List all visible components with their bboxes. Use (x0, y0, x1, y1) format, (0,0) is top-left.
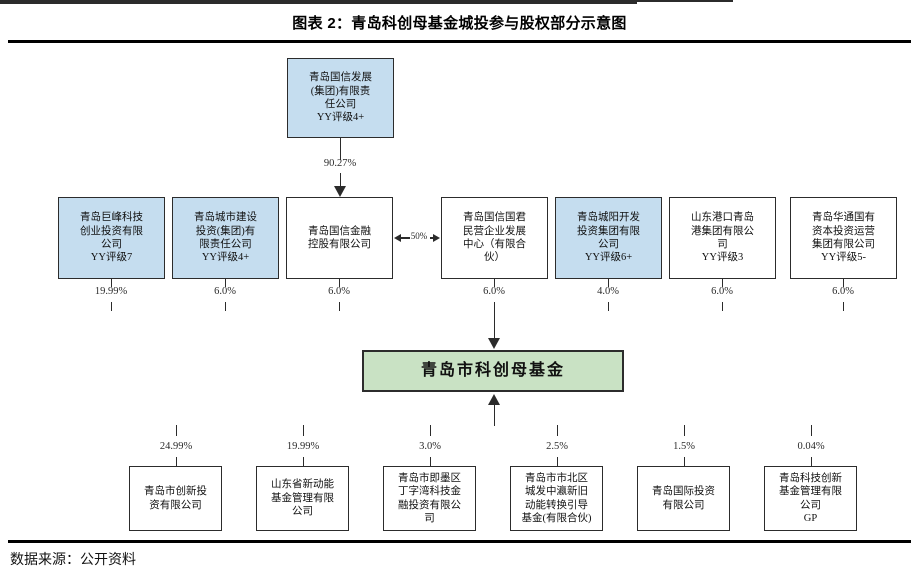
stub-lower-5-bottom (810, 457, 813, 466)
node-lower-0: 青岛市创新投 资有限公司 (129, 466, 222, 531)
percent-lower-5: 0.04% (797, 441, 825, 452)
node-top-guoxin-group: 青岛国信发展 (集团)有限责 任公司 YY评级4+ (287, 58, 394, 138)
stub-lower-1-top (302, 425, 305, 436)
arrow-left-50-percent (394, 234, 401, 242)
node-lower-1: 山东省新动能 基金管理有限 公司 (256, 466, 349, 531)
percent-90-27: 90.27% (323, 158, 357, 169)
title-divider-top (8, 40, 911, 43)
stub-upper-4-top (607, 279, 610, 287)
stub-lower-2-bottom (429, 457, 432, 466)
figure-title: 图表 2：青岛科创母基金城投参与股权部分示意图 (292, 15, 627, 32)
stub-lower-0-top (175, 425, 178, 436)
node-lower-2-label: 青岛市即墨区 丁字湾科技金 融投资有限公 司 (398, 472, 461, 524)
stub-upper-6-bottom (842, 302, 845, 311)
stub-upper-1-top (224, 279, 227, 287)
connector-50-percent-right (430, 237, 434, 239)
node-lower-3-label: 青岛市市北区 城发中瀛新旧 动能转换引导 基金(有限合伙) (521, 472, 592, 524)
stub-lower-1-bottom (302, 457, 305, 466)
node-upper-3: 青岛国信国君 民营企业发展 中心（有限合 伙） (441, 197, 548, 279)
node-upper-2-label: 青岛国信金融 控股有限公司 (308, 225, 371, 250)
node-upper-2: 青岛国信金融 控股有限公司 (286, 197, 393, 279)
node-center-fund: 青岛市科创母基金 (362, 350, 624, 392)
source-note: 数据来源：公开资料 (10, 551, 136, 567)
node-upper-1: 青岛城市建设 投资(集团)有 限责任公司 YY评级4+ (172, 197, 279, 279)
node-lower-2: 青岛市即墨区 丁字湾科技金 融投资有限公 司 (383, 466, 476, 531)
percent-lower-1: 19.99% (286, 441, 320, 452)
stub-upper-5-bottom (721, 302, 724, 311)
node-lower-5-label: 青岛科技创新 基金管理有限 公司 GP (779, 472, 842, 524)
arrow-down-to-guoxin-finance (334, 186, 346, 197)
stub-lower-0-bottom (175, 457, 178, 466)
percent-upper-1: 6.0% (214, 286, 236, 297)
percent-lower-0: 24.99% (159, 441, 193, 452)
stub-lower-5-top (810, 425, 813, 436)
percent-upper-5: 6.0% (711, 286, 733, 297)
node-lower-4-label: 青岛国际投资 有限公司 (652, 486, 715, 511)
node-upper-6-label: 青岛华通国有 资本投资运营 集团有限公司 YY评级5- (812, 212, 875, 264)
node-upper-5-label: 山东港口青岛 港集团有限公 司 YY评级3 (691, 212, 754, 264)
node-lower-0-label: 青岛市创新投 资有限公司 (144, 486, 207, 511)
stub-upper-4-bottom (607, 302, 610, 311)
stub-lower-3-bottom (556, 457, 559, 466)
node-upper-4-label: 青岛城阳开发 投资集团有限 公司 YY评级6+ (577, 212, 640, 264)
stub-lower-2-top (429, 425, 432, 436)
node-upper-5: 山东港口青岛 港集团有限公 司 YY评级3 (669, 197, 776, 279)
percent-upper-2: 6.0% (328, 286, 350, 297)
node-upper-1-label: 青岛城市建设 投资(集团)有 限责任公司 YY评级4+ (194, 212, 257, 264)
percent-upper-0: 19.99% (94, 286, 128, 297)
stub-lower-4-bottom (683, 457, 686, 466)
stub-upper-3-bottom (493, 302, 496, 311)
stub-upper-2-top (338, 279, 341, 287)
stub-upper-2-bottom (338, 302, 341, 311)
stub-upper-0-bottom (110, 302, 113, 311)
node-lower-5: 青岛科技创新 基金管理有限 公司 GP (764, 466, 857, 531)
percent-50: 50% (410, 231, 428, 241)
node-lower-3: 青岛市市北区 城发中瀛新旧 动能转换引导 基金(有限合伙) (510, 466, 603, 531)
stub-upper-0-top (110, 279, 113, 287)
stub-lower-3-top (556, 425, 559, 436)
node-upper-0-label: 青岛巨峰科技 创业投资有限 公司 YY评级7 (80, 212, 143, 264)
arrow-right-50-percent (433, 234, 440, 242)
bus-upper-horizontal (0, 0, 733, 2)
node-lower-4: 青岛国际投资 有限公司 (637, 466, 730, 531)
connector-50-percent-left (401, 237, 410, 239)
connector-top-to-guoxin-finance (339, 138, 342, 160)
node-center-fund-label: 青岛市科创母基金 (420, 361, 565, 379)
node-upper-3-label: 青岛国信国君 民营企业发展 中心（有限合 伙） (463, 212, 526, 264)
node-upper-0: 青岛巨峰科技 创业投资有限 公司 YY评级7 (58, 197, 165, 279)
connector-top-to-guoxin-finance-lower (339, 173, 342, 188)
percent-upper-4: 4.0% (597, 286, 619, 297)
percent-lower-2: 3.0% (419, 441, 441, 452)
node-top-guoxin-group-label: 青岛国信发展 (集团)有限责 任公司 YY评级4+ (309, 72, 372, 124)
stub-lower-4-top (683, 425, 686, 436)
arrow-up-to-fund (488, 394, 500, 405)
stub-upper-6-top (842, 279, 845, 287)
stub-upper-1-bottom (224, 302, 227, 311)
node-lower-1-label: 山东省新动能 基金管理有限 公司 (271, 479, 334, 518)
source-divider-bottom (8, 540, 911, 543)
percent-upper-6: 6.0% (832, 286, 854, 297)
bus-lower-horizontal (0, 2, 637, 4)
percent-lower-3: 2.5% (546, 441, 568, 452)
connector-bus-lower-to-fund (493, 405, 496, 426)
stub-upper-5-top (721, 279, 724, 287)
node-upper-6: 青岛华通国有 资本投资运营 集团有限公司 YY评级5- (790, 197, 897, 279)
connector-bus-upper-to-fund (493, 311, 496, 340)
percent-upper-3: 6.0% (483, 286, 505, 297)
node-upper-4: 青岛城阳开发 投资集团有限 公司 YY评级6+ (555, 197, 662, 279)
arrow-down-to-fund (488, 338, 500, 349)
stub-upper-3-top (493, 279, 496, 287)
percent-lower-4: 1.5% (673, 441, 695, 452)
